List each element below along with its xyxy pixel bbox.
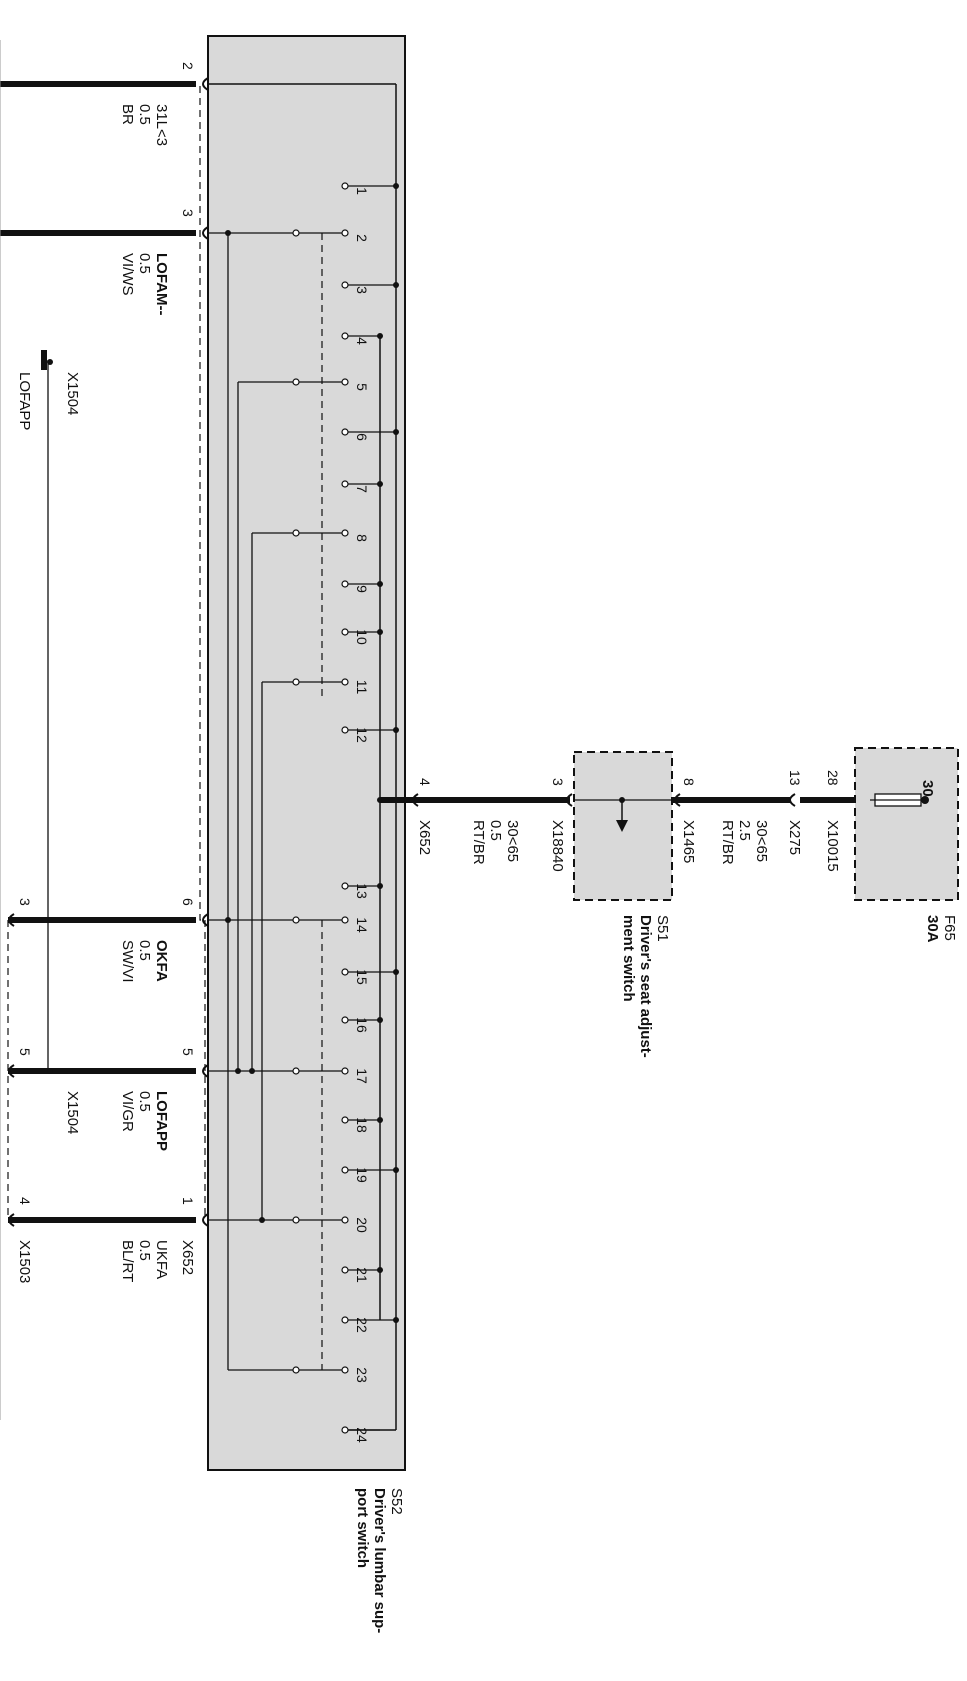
x1504-dot-bottom <box>47 1068 53 1074</box>
svg-text:UKFA: UKFA <box>153 1240 170 1279</box>
wire-1-label: UKFA 0.5 BL/RT <box>119 1240 170 1282</box>
x10015-pin-28: 28 <box>825 770 841 786</box>
x275-label: X275 <box>786 820 803 855</box>
x1503-label: X1503 <box>16 1240 33 1283</box>
x652-left-label: X652 <box>179 1240 196 1275</box>
f65-rating: 30A <box>924 915 941 943</box>
left-pin-5: 5 <box>17 1048 33 1056</box>
x1504-top-label: X1504 <box>64 372 81 415</box>
x275-pin-13: 13 <box>787 770 803 786</box>
s52-name-1: Driver's lumbar sup- <box>371 1488 388 1633</box>
contact-9: 9 <box>354 585 370 593</box>
svg-text:30<65: 30<65 <box>753 820 770 862</box>
contact-12: 12 <box>354 727 370 743</box>
svg-text:0.5: 0.5 <box>136 1240 153 1261</box>
svg-text:VI/GR: VI/GR <box>119 1091 136 1132</box>
x1504-dot-top <box>47 359 53 365</box>
s52-name-2: port switch <box>354 1488 371 1568</box>
contact-1: 1 <box>354 187 370 195</box>
wire-8-label: 2.5 RT/BR 30<65 <box>719 820 770 865</box>
contact-20: 20 <box>354 1217 370 1233</box>
x1504-bottom-label: X1504 <box>64 1091 81 1134</box>
s51-name-2: ment switch <box>620 915 637 1002</box>
svg-text:2.5: 2.5 <box>736 820 753 841</box>
f65-pin-30: 30 <box>919 780 936 797</box>
contact-6: 6 <box>354 433 370 441</box>
x18840-label: X18840 <box>549 820 566 872</box>
svg-text:LOFAM--: LOFAM-- <box>153 253 170 315</box>
side-signal-label: LOFAPP <box>16 372 33 430</box>
s52-pin-4: 4 <box>417 778 433 786</box>
contact-17: 17 <box>354 1068 370 1084</box>
contact-8: 8 <box>354 534 370 542</box>
s51-pin-8: 8 <box>681 778 697 786</box>
s52-pin-2: 2 <box>180 62 196 70</box>
contact-19: 19 <box>354 1167 370 1183</box>
contact-3: 3 <box>354 286 370 294</box>
switch-contact-nodes <box>292 182 349 1434</box>
contact-11: 11 <box>354 680 370 695</box>
chain-connector-forks <box>412 793 796 807</box>
wire-2-label: 31L<3 0.5 BR <box>119 104 170 146</box>
svg-text:BL/RT: BL/RT <box>119 1240 136 1282</box>
s52-dashed-outline <box>199 86 205 921</box>
svg-text:VI/WS: VI/WS <box>119 253 136 296</box>
x10015-label: X10015 <box>824 820 841 872</box>
svg-text:OKFA: OKFA <box>153 940 170 982</box>
left-pin-3: 3 <box>17 898 33 906</box>
s52-pin-5: 5 <box>180 1048 196 1056</box>
s52-pin-1: 1 <box>180 1197 196 1205</box>
contact-16: 16 <box>354 1017 370 1033</box>
s51-arrow-icon <box>616 820 628 832</box>
fuse-terminal-dot <box>921 796 929 804</box>
wire-5-label: LOFAPP 0.5 VI/GR <box>119 1091 170 1151</box>
svg-text:31L<3: 31L<3 <box>153 104 170 146</box>
contact-10: 10 <box>354 629 370 645</box>
switch-contact-numbers: 1 2 3 4 5 6 7 8 9 10 11 12 13 14 15 16 1… <box>354 187 370 1443</box>
bus-junction-dots <box>225 183 399 1323</box>
s52-module <box>207 35 406 1471</box>
contact-15: 15 <box>354 969 370 985</box>
wire-6-label: OKFA 0.5 SW/VI <box>119 940 170 983</box>
contact-2: 2 <box>354 234 370 242</box>
contact-21: 21 <box>354 1267 370 1283</box>
svg-text:0.5: 0.5 <box>136 1091 153 1112</box>
contact-13: 13 <box>354 883 370 899</box>
s52-connector-forks <box>8 77 209 1227</box>
x652-right-label: X652 <box>416 820 433 855</box>
left-pin-4: 4 <box>17 1197 33 1205</box>
f65-module <box>854 747 959 901</box>
wire-4-label: 30<65 0.5 RT/BR <box>470 820 521 865</box>
svg-text:RT/BR: RT/BR <box>719 820 736 865</box>
f65-id: F65 <box>941 915 958 941</box>
contact-18: 18 <box>354 1117 370 1133</box>
s51-pin-3: 3 <box>550 778 566 786</box>
s51-name-1: Driver's seat adjust- <box>637 915 654 1058</box>
x1465-label: X1465 <box>680 820 697 863</box>
svg-text:BR: BR <box>119 104 136 125</box>
s52-pin-3: 3 <box>180 209 196 217</box>
contact-23: 23 <box>354 1367 370 1383</box>
wire-3-label: LOFAM-- 0.5 VI/WS <box>119 253 170 315</box>
svg-text:0.5: 0.5 <box>136 253 153 274</box>
s51-id: S51 <box>654 915 671 942</box>
contact-24: 24 <box>354 1427 370 1443</box>
svg-text:0.5: 0.5 <box>136 940 153 961</box>
switch-contact-lines <box>208 185 396 1431</box>
contact-14: 14 <box>354 917 370 933</box>
s52-id: S52 <box>388 1488 405 1515</box>
svg-text:LOFAPP: LOFAPP <box>153 1091 170 1151</box>
contact-4: 4 <box>354 337 370 345</box>
svg-text:RT/BR: RT/BR <box>470 820 487 865</box>
contact-7: 7 <box>354 485 370 493</box>
s51-node <box>619 797 625 803</box>
contact-22: 22 <box>354 1317 370 1333</box>
svg-text:0.5: 0.5 <box>487 820 504 841</box>
s52-pin-6: 6 <box>180 898 196 906</box>
svg-text:SW/VI: SW/VI <box>119 940 136 983</box>
svg-text:0.5: 0.5 <box>136 104 153 125</box>
contact-5: 5 <box>354 383 370 391</box>
svg-text:30<65: 30<65 <box>504 820 521 862</box>
